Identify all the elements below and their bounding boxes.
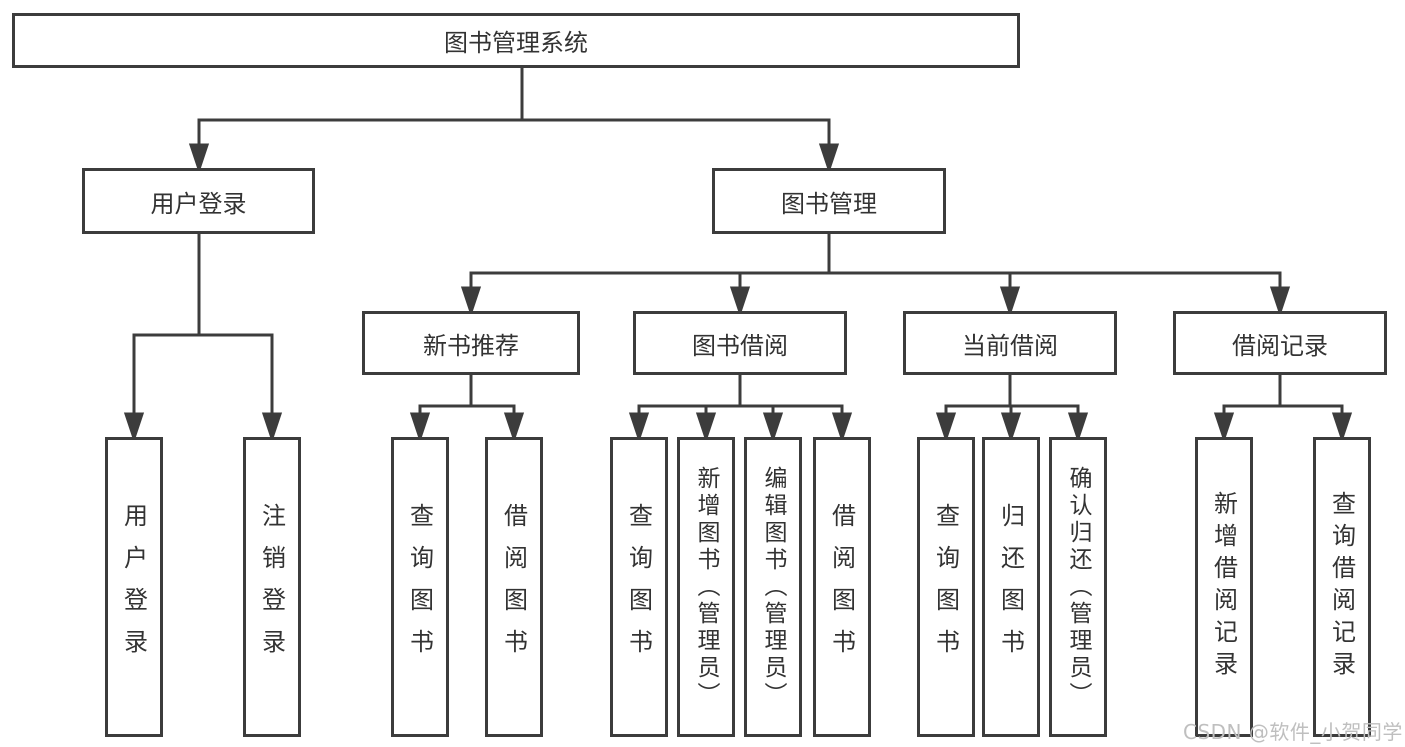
node-leaf-borrow-books-1: 借阅图书 [485, 437, 543, 737]
node-library-management-system: 图书管理系统 [12, 13, 1020, 68]
arrowhead-icon [409, 412, 431, 443]
arrowhead-icon [1000, 412, 1022, 443]
arrowhead-icon [762, 412, 784, 443]
arrowhead-icon [503, 412, 525, 443]
arrowhead-icon [261, 412, 283, 443]
node-leaf-logout: 注销登录 [243, 437, 301, 737]
node-leaf-query-books-2: 查询图书 [610, 437, 668, 737]
arrowhead-icon [1067, 412, 1089, 443]
arrowhead-icon [1269, 286, 1291, 317]
node-book-borrowing: 图书借阅 [633, 311, 847, 375]
arrowhead-icon [628, 412, 650, 443]
arrowhead-icon [188, 143, 210, 174]
arrowhead-icon [999, 286, 1021, 317]
node-user-login-group: 用户登录 [82, 168, 315, 234]
arrowhead-icon [831, 412, 853, 443]
node-new-book-recommendation: 新书推荐 [362, 311, 580, 375]
node-leaf-query-books-3: 查询图书 [917, 437, 975, 737]
arrowhead-icon [695, 412, 717, 443]
arrowhead-icon [818, 143, 840, 174]
arrowhead-icon [935, 412, 957, 443]
arrowhead-icon [460, 286, 482, 317]
node-leaf-add-books-admin: 新增图书（管理员） [677, 437, 735, 737]
node-leaf-confirm-return-admin: 确认归还（管理员） [1049, 437, 1107, 737]
node-leaf-borrow-books-2: 借阅图书 [813, 437, 871, 737]
node-leaf-return-books: 归还图书 [982, 437, 1040, 737]
node-leaf-add-borrow-record: 新增借阅记录 [1195, 437, 1253, 737]
node-leaf-query-books-1: 查询图书 [391, 437, 449, 737]
csdn-watermark: CSDN @软件_小贺同学 [1183, 720, 1403, 744]
arrowhead-icon [1331, 412, 1353, 443]
arrowhead-icon [1213, 412, 1235, 443]
arrowhead-icon [729, 286, 751, 317]
node-leaf-query-borrow-record: 查询借阅记录 [1313, 437, 1371, 737]
node-borrowing-records: 借阅记录 [1173, 311, 1387, 375]
node-book-management: 图书管理 [712, 168, 946, 234]
node-current-borrowing: 当前借阅 [903, 311, 1117, 375]
node-leaf-edit-books-admin: 编辑图书（管理员） [744, 437, 802, 737]
node-leaf-user-login: 用户登录 [105, 437, 163, 737]
arrowhead-icon [123, 412, 145, 443]
